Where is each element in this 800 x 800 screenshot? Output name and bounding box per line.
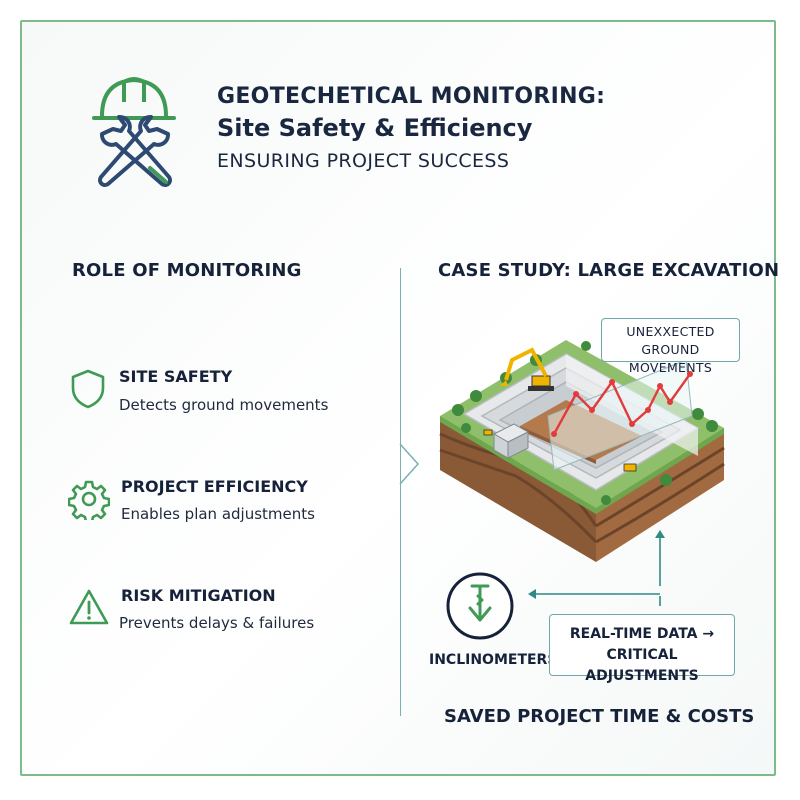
item-desc-safety: Detects ground movements — [119, 396, 329, 414]
case-study-heading: CASE STUDY: LARGE EXCAVATION — [438, 260, 780, 281]
divider-notch — [399, 444, 420, 484]
footer-result: SAVED PROJECT TIME & COSTS — [444, 706, 755, 727]
item-title-risk: RISK MITIGATION — [121, 586, 276, 605]
page-subtitle: Site Safety & Efficiency — [217, 114, 533, 142]
gear-icon — [68, 480, 110, 520]
callout-line-2: GROUND MOVEMENTS — [628, 342, 713, 375]
data-line-1: REAL-TIME DATA → — [569, 626, 715, 642]
data-line-2: CRITICAL ADJUSTMENTS — [585, 647, 699, 684]
inclinometer-arrow-icon — [446, 572, 514, 640]
realtime-data-callout: REAL-TIME DATA → CRITICAL ADJUSTMENTS — [549, 614, 735, 684]
role-heading: ROLE OF MONITORING — [72, 260, 302, 281]
unexpected-movements-callout: UNEXXECTED GROUND MOVEMENTS — [601, 318, 740, 375]
hardhat-wrench-icon — [92, 77, 176, 187]
callout-line-1: UNEXXECTED — [626, 324, 715, 339]
page-title: GEOTECHETICAL MONITORING: — [217, 84, 606, 109]
item-desc-efficiency: Enables plan adjustments — [121, 505, 315, 523]
item-title-efficiency: PROJECT EFFICIENCY — [121, 477, 308, 496]
column-divider — [400, 268, 401, 716]
inclinometers-label: INCLINOMETERS — [429, 652, 558, 668]
item-title-safety: SITE SAFETY — [119, 367, 233, 386]
excavation-illustration — [439, 340, 725, 562]
page-tagline: ENSURING PROJECT SUCCESS — [217, 150, 510, 172]
item-desc-risk: Prevents delays & failures — [119, 614, 315, 632]
shield-icon — [71, 369, 105, 409]
warning-icon — [69, 589, 109, 625]
flow-connector — [528, 530, 665, 606]
